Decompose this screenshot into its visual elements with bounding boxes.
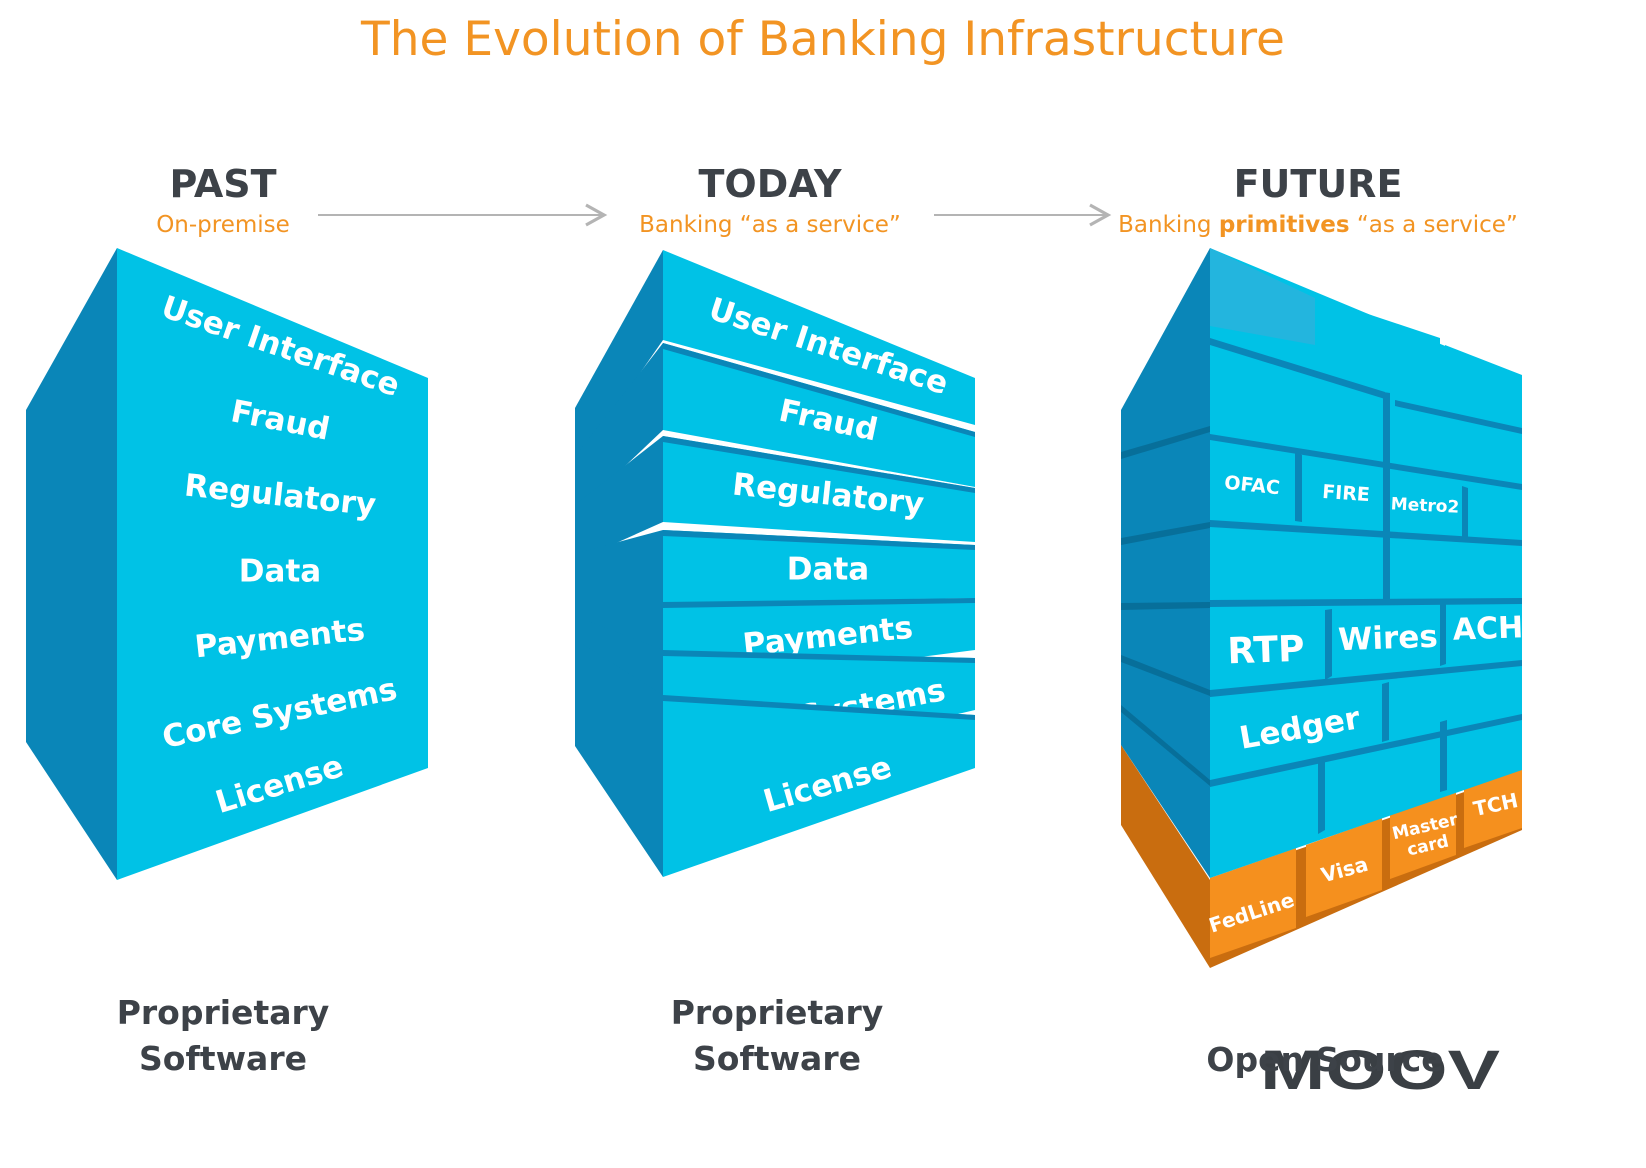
today-layer-label: Data	[787, 552, 869, 588]
today-slab-gap	[663, 343, 975, 437]
past-monolith-front	[117, 248, 428, 880]
future-side-divider	[1121, 602, 1210, 610]
future-side-divider	[1121, 655, 1210, 696]
future-block-label: RTP	[1227, 629, 1305, 673]
future-side-divider	[1121, 522, 1210, 545]
today-slab-gap	[663, 598, 975, 608]
today-slab-front	[663, 436, 975, 542]
future-block-label: Wires	[1338, 619, 1439, 658]
title: The Evolution of Banking Infrastructure	[361, 12, 1285, 67]
future-side-divider	[1121, 705, 1210, 786]
today-slab-side	[575, 250, 663, 467]
today-slab-side	[575, 436, 663, 562]
era-future-subtitle: Banking primitives “as a service”	[1058, 212, 1578, 238]
future-row-seam	[1395, 400, 1522, 434]
today-slab-gap	[663, 436, 975, 493]
future-column-seam	[1440, 604, 1446, 666]
today-caption: Proprietary Software	[587, 990, 967, 1082]
today-slab-front	[663, 695, 975, 877]
future-top-block	[1320, 298, 1440, 395]
future-column-seam	[1318, 758, 1325, 834]
future-subtitle-post: “as a service”	[1349, 212, 1518, 238]
today-caption-line2: Software	[693, 1039, 861, 1078]
era-today-subtitle: Banking “as a service”	[639, 212, 901, 238]
future-block-label: ACH	[1452, 610, 1524, 647]
future-column-seam	[1383, 392, 1390, 600]
today-slab-front	[663, 530, 975, 603]
today-slab-gap	[663, 695, 975, 720]
future-side-divider	[1121, 426, 1210, 459]
today-caption-line1: Proprietary	[670, 993, 884, 1032]
future-base-block	[1464, 768, 1522, 848]
past-caption: Proprietary Software	[33, 990, 413, 1082]
future-column-seam	[1295, 452, 1302, 522]
past-monolith-side	[26, 248, 117, 880]
today-slab-side	[575, 343, 663, 514]
today-slab-gap	[663, 650, 975, 663]
era-past-heading: PAST	[169, 162, 277, 206]
future-subtitle-pre: Banking	[1118, 212, 1219, 238]
future-subtitle-bold: primitives	[1218, 212, 1350, 238]
future-base-block	[1306, 818, 1382, 917]
future-base-block	[1210, 848, 1296, 958]
moov-logo-text: MOOV	[1260, 1045, 1500, 1095]
future-base-side	[1121, 745, 1210, 968]
future-column-seam	[1462, 486, 1468, 542]
era-future-heading: FUTURE	[1233, 162, 1403, 206]
future-front	[1210, 248, 1522, 878]
future-top-block	[1445, 345, 1522, 420]
future-base-block	[1390, 791, 1456, 879]
today-slab-gap	[663, 530, 975, 550]
future-row-seam	[1210, 434, 1522, 490]
today-slab-front	[663, 343, 975, 487]
today-slab-front	[663, 250, 975, 425]
today-stack: User InterfaceFraudRegulatoryDataPayment…	[575, 250, 975, 877]
future-column-seam	[1325, 609, 1332, 680]
future-row-seam	[1210, 660, 1522, 697]
past-caption-line1: Proprietary	[116, 993, 330, 1032]
future-row-seam	[1210, 338, 1385, 399]
today-slab-side	[575, 530, 663, 604]
past-caption-line2: Software	[139, 1039, 307, 1078]
era-today-heading: TODAY	[698, 162, 842, 206]
future-column-seam	[1382, 682, 1389, 742]
past-monolith: User InterfaceFraudRegulatoryDataPayment…	[26, 248, 428, 880]
future-side	[1121, 248, 1210, 878]
future-row-seam	[1210, 520, 1522, 546]
era-past-subtitle: On-premise	[156, 212, 290, 238]
future-column-seam	[1440, 720, 1447, 792]
today-slab-side	[575, 639, 663, 877]
future-block-label: FIRE	[1321, 481, 1370, 506]
future-block-label: Metro2	[1390, 494, 1459, 518]
moov-logo: MOOV	[1260, 1045, 1500, 1095]
future-top-block	[1210, 248, 1315, 345]
future-caption: Open Source	[1135, 1037, 1515, 1083]
past-layer-label: Data	[239, 554, 321, 590]
future-caption-text: Open Source	[1206, 1040, 1444, 1079]
